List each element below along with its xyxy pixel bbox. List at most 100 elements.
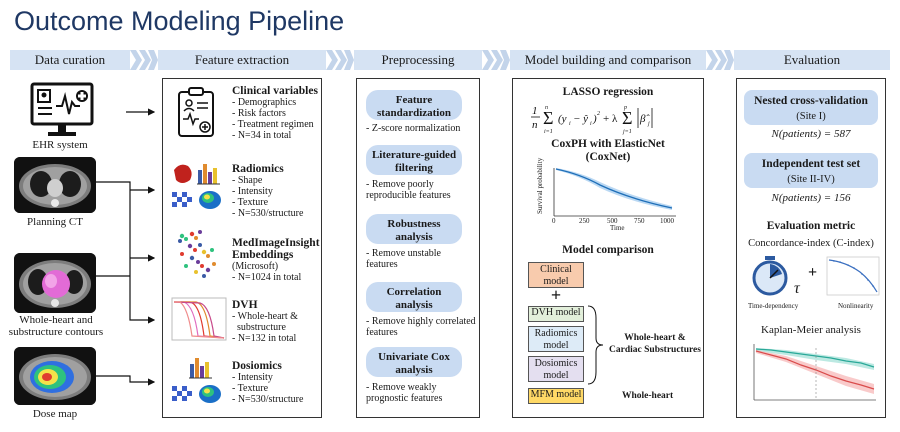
comparison-title: Model comparison bbox=[562, 244, 654, 256]
feature-item: - N=530/structure bbox=[232, 208, 304, 219]
contours-label-line2: substructure contours bbox=[8, 326, 104, 338]
feature-item: - N=530/structure bbox=[232, 394, 304, 405]
stage-feature-extraction: Feature extraction bbox=[158, 50, 326, 70]
lasso-title: LASSO regression bbox=[562, 86, 654, 98]
svg-text:β̂: β̂ bbox=[639, 113, 650, 125]
step-feature-standardization: Feature standardization bbox=[366, 90, 462, 120]
test-set-title: Independent test set bbox=[761, 158, 861, 170]
contours-label: Whole-heart and substructure contours bbox=[0, 314, 112, 338]
plus-icon: + bbox=[550, 285, 562, 305]
km-title: Kaplan-Meier analysis bbox=[761, 324, 861, 336]
stopwatch-icon bbox=[752, 256, 788, 296]
test-set-site: (Site II-IV) bbox=[787, 174, 835, 185]
model-group-brace bbox=[587, 305, 604, 385]
nested-cv-site: (Site I) bbox=[796, 111, 826, 122]
dose-map-image bbox=[14, 347, 96, 405]
feature-item: - Intensity bbox=[232, 186, 273, 197]
coxnet-title-line1: CoxPH with ElasticNet bbox=[551, 138, 665, 150]
radiomics-icon bbox=[172, 164, 221, 209]
coxnet-ylabel: Survival probability bbox=[536, 157, 544, 214]
feature-title: MedImageInsight bbox=[232, 237, 320, 249]
feature-title: Radiomics bbox=[232, 163, 284, 175]
curation-connectors bbox=[96, 108, 156, 386]
mfm-model-box: MFM model bbox=[528, 388, 584, 404]
plus-icon: + bbox=[808, 264, 818, 281]
contours-label-line1: Whole-heart and bbox=[19, 314, 93, 326]
chevron-icon bbox=[130, 50, 158, 70]
group-label: Whole-heart & Cardiac Substructures bbox=[606, 332, 704, 356]
feature-title: Dosiomics bbox=[232, 360, 282, 372]
coxnet-survival-plot bbox=[553, 168, 676, 217]
nested-cv-title: Nested cross-validation bbox=[754, 95, 868, 107]
coxnet-tick: 0 bbox=[552, 217, 556, 225]
feature-item: - Risk factors bbox=[232, 108, 286, 119]
svg-text:i: i bbox=[590, 121, 592, 127]
coxnet-tick: 750 bbox=[634, 217, 645, 225]
svg-text:− ŷ: − ŷ bbox=[573, 113, 588, 125]
svg-text:Σ: Σ bbox=[543, 108, 553, 128]
feature-item: - Treatment regimen bbox=[232, 119, 314, 130]
chevron-icon bbox=[326, 50, 354, 70]
chevron-icon bbox=[706, 50, 734, 70]
svg-text:n: n bbox=[532, 119, 538, 131]
time-dependency-label: Time-dependency bbox=[748, 302, 799, 310]
stage-data-curation: Data curation bbox=[10, 50, 130, 70]
svg-text:p: p bbox=[623, 105, 627, 111]
svg-text:(y: (y bbox=[558, 113, 567, 125]
test-set-count: N(patients) = 156 bbox=[771, 192, 851, 204]
nested-cv-box: Nested cross-validation (Site I) bbox=[744, 90, 878, 125]
coxnet-tick: 250 bbox=[579, 217, 590, 225]
feature-item: - N=132 in total bbox=[232, 333, 297, 344]
svg-text:i: i bbox=[569, 121, 571, 127]
group-label-line1: Whole-heart & bbox=[624, 333, 686, 343]
feature-radiomics: Radiomics - Shape - Intensity - Texture … bbox=[232, 163, 303, 219]
svg-text:j=1: j=1 bbox=[622, 129, 632, 135]
dvh-curve-icon bbox=[171, 297, 227, 341]
feature-item: - Shape bbox=[232, 175, 263, 186]
cindex-label: Concordance-index (C-index) bbox=[748, 238, 874, 249]
step-univariate-cox: Univariate Cox analysis bbox=[366, 347, 462, 377]
step-robustness-analysis: Robustness analysis bbox=[366, 214, 462, 244]
embedding-scatter-icon bbox=[178, 230, 216, 278]
coxnet-title: CoxPH with ElasticNet (CoxNet) bbox=[512, 138, 704, 164]
step-note: - Remove weakly prognostic features bbox=[366, 382, 443, 404]
kaplan-meier-plot bbox=[746, 340, 878, 408]
dosiomics-icon bbox=[172, 358, 221, 403]
feature-title-line2: Embeddings bbox=[232, 249, 294, 261]
step-note: - Remove highly correlated features bbox=[366, 316, 476, 338]
feature-medimageinsight: MedImageInsight Embeddings (Microsoft) -… bbox=[232, 237, 320, 283]
clipboard-icon bbox=[178, 87, 214, 137]
page-title: Outcome Modeling Pipeline bbox=[14, 6, 345, 36]
mfm-group-label: Whole-heart bbox=[622, 391, 674, 401]
ehr-monitor-icon bbox=[30, 82, 94, 136]
svg-text:Σ: Σ bbox=[622, 108, 632, 128]
feature-dosiomics: Dosiomics - Intensity - Texture - N=530/… bbox=[232, 360, 303, 405]
dvh-model-box: DVH model bbox=[528, 306, 584, 322]
chevron-icon bbox=[482, 50, 510, 70]
feature-extraction-panel bbox=[162, 78, 322, 418]
svg-text:1: 1 bbox=[532, 105, 538, 117]
feature-item: - Texture bbox=[232, 383, 269, 394]
planning-ct-image bbox=[14, 157, 96, 213]
tau-symbol: τ bbox=[794, 280, 800, 297]
feature-item: (Microsoft) bbox=[232, 261, 279, 272]
stage-preprocessing: Preprocessing bbox=[354, 50, 482, 70]
feature-item: - N=34 in total bbox=[232, 130, 292, 141]
feature-item: - Whole-heart & bbox=[232, 311, 298, 322]
feature-item: - Texture bbox=[232, 197, 269, 208]
feature-title: DVH bbox=[232, 299, 258, 311]
clinical-model-box: Clinical model bbox=[528, 262, 584, 288]
radiomics-model-box: Radiomics model bbox=[528, 326, 584, 352]
coxnet-tick: 1000 bbox=[660, 217, 674, 225]
nonlinearity-label: Nonlinearity bbox=[838, 302, 874, 310]
nonlinearity-plot bbox=[826, 256, 880, 296]
svg-text:+ λ: + λ bbox=[603, 113, 618, 125]
svg-text:j: j bbox=[647, 121, 650, 127]
coxnet-xlabel: Time bbox=[610, 224, 625, 232]
stage-model-building: Model building and comparison bbox=[510, 50, 706, 70]
step-note: - Remove poorly reproducible features bbox=[366, 179, 451, 201]
test-set-box: Independent test set (Site II-IV) bbox=[744, 153, 878, 188]
feature-item: - Demographics bbox=[232, 97, 297, 108]
svg-text:2: 2 bbox=[597, 111, 600, 117]
heart-contours-image bbox=[14, 253, 96, 313]
